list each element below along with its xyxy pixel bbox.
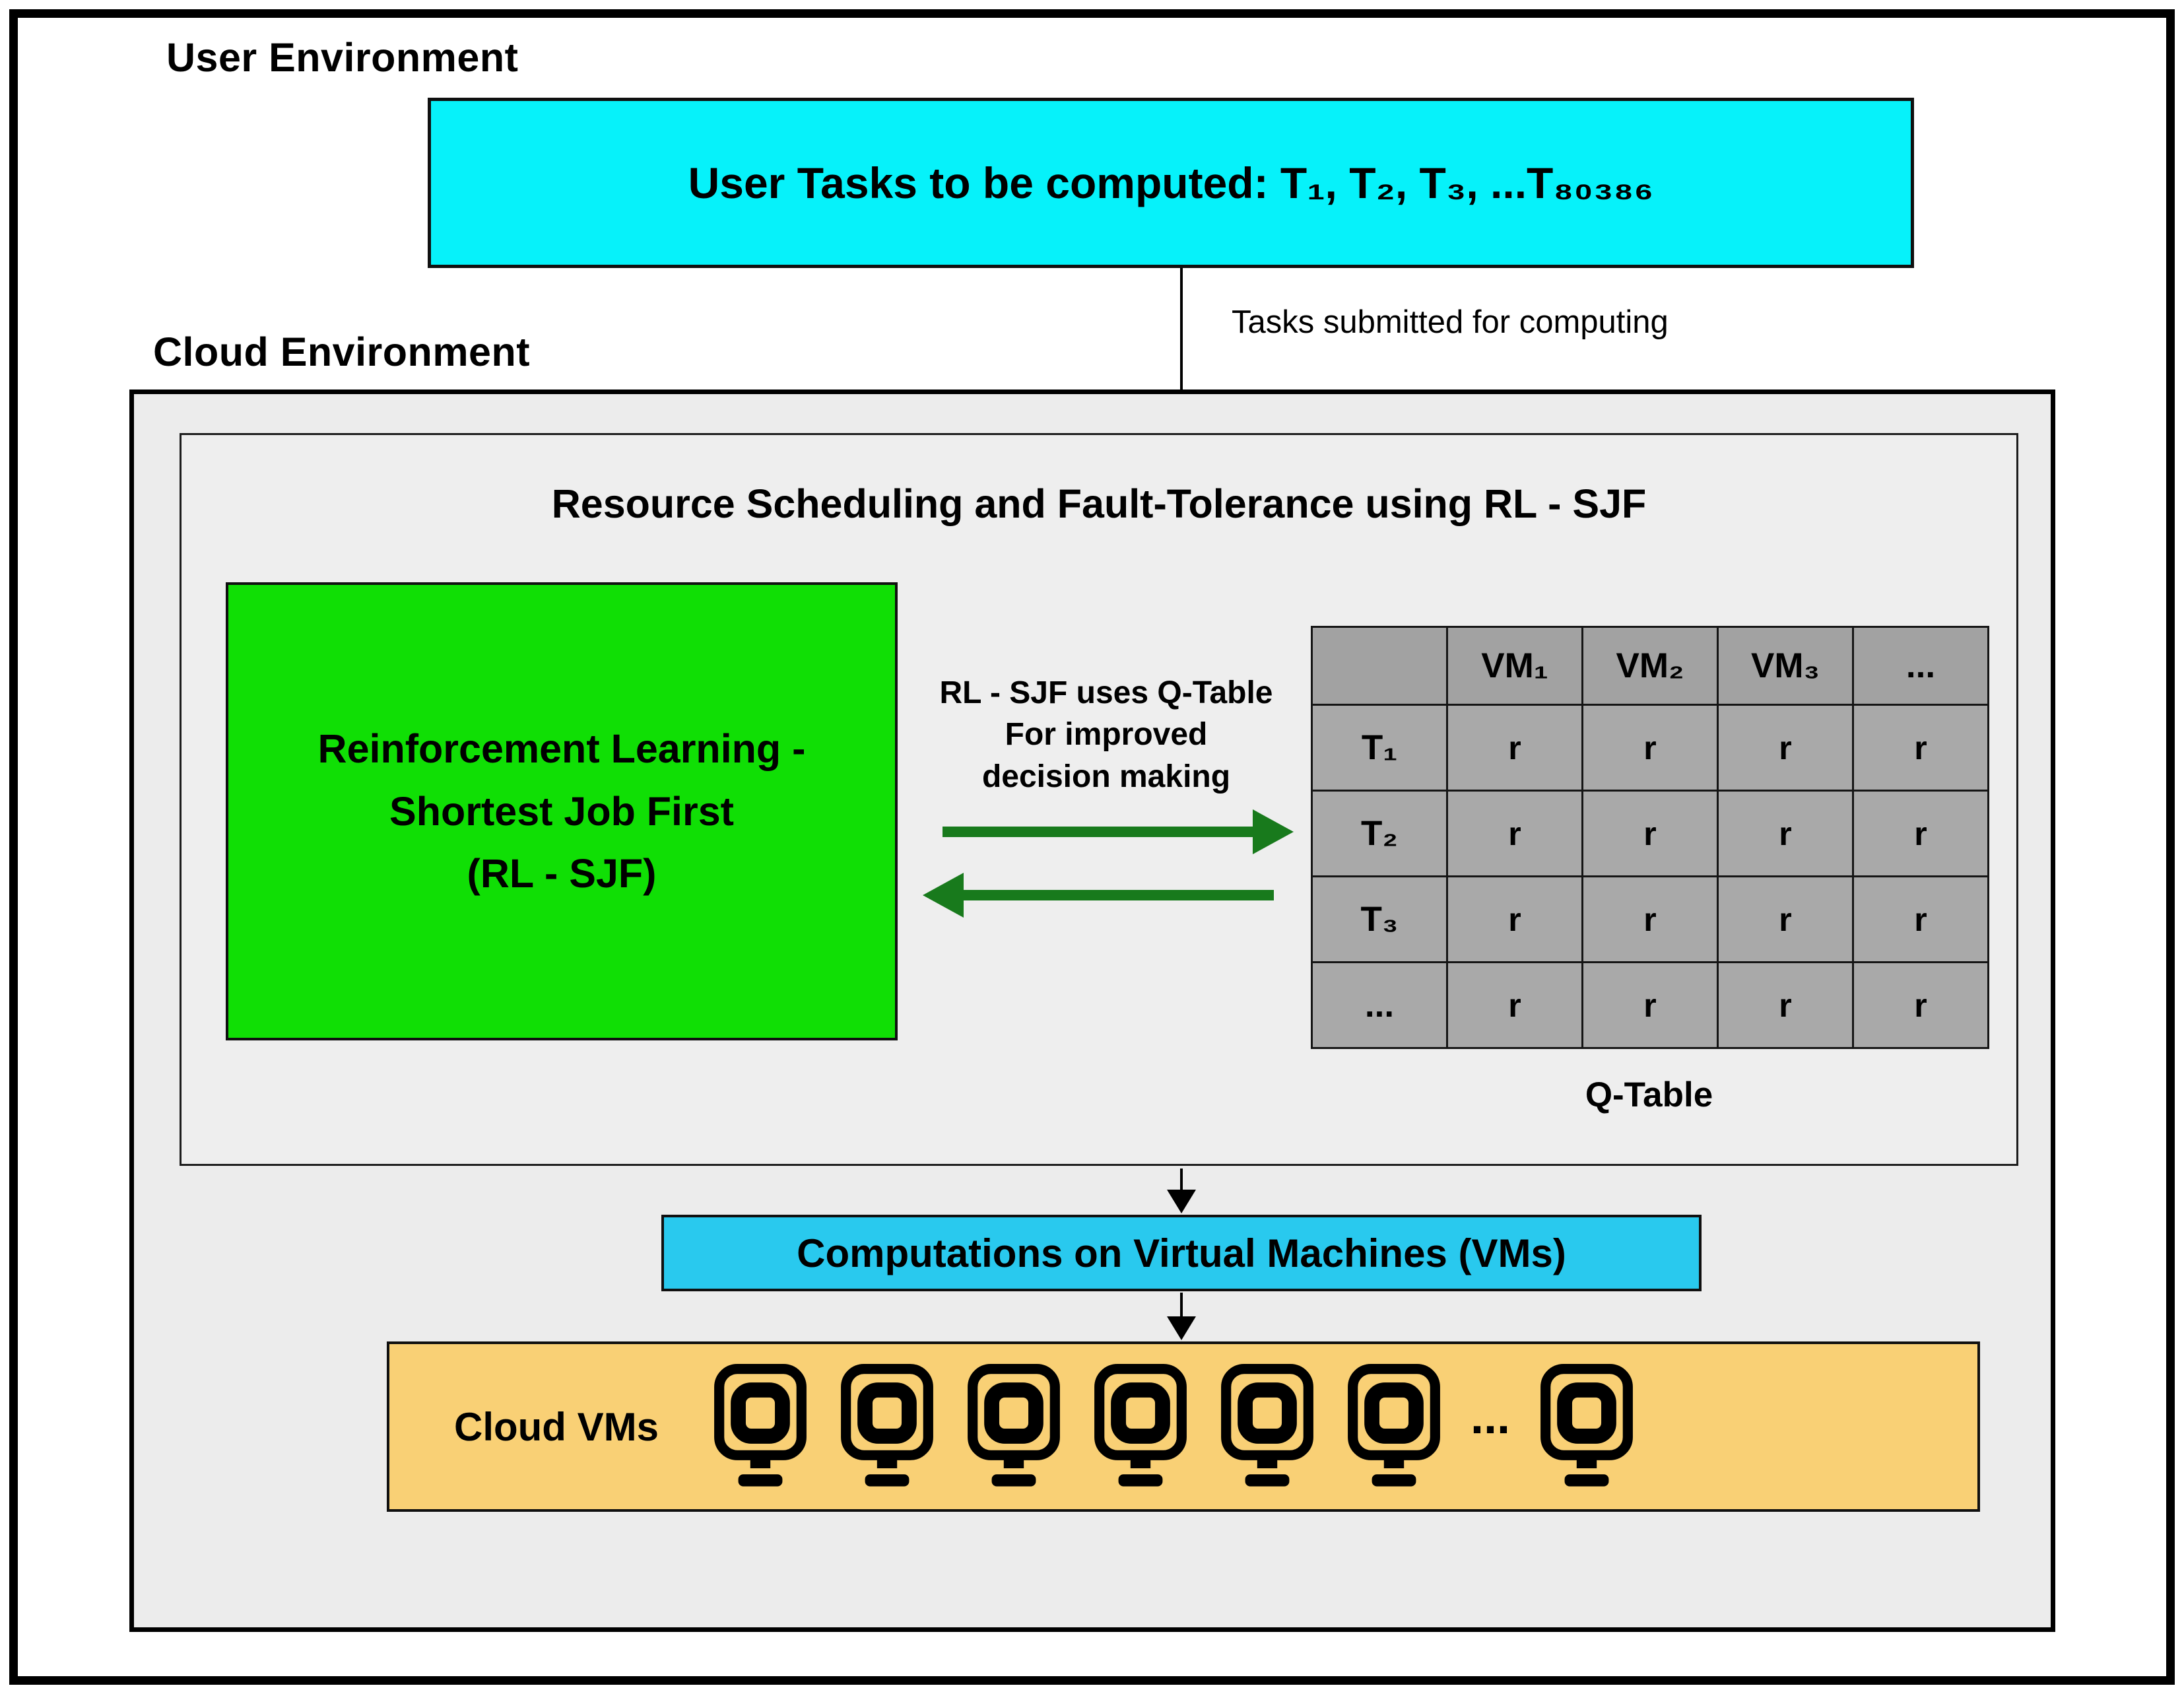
q-table-caption: Q-Table bbox=[1585, 1075, 1713, 1114]
arrow-shaft bbox=[964, 890, 1274, 900]
q-table-col-header: ... bbox=[1852, 626, 1989, 706]
rl-box-line: Shortest Job First bbox=[389, 788, 734, 834]
q-table-cell: r bbox=[1446, 961, 1583, 1049]
arrow-shaft bbox=[1180, 268, 1183, 404]
cloud-vms-label: Cloud VMs bbox=[454, 1404, 659, 1449]
arrow-shaft bbox=[943, 827, 1253, 837]
rl-sjf-box: Reinforcement Learning - Shortest Job Fi… bbox=[226, 582, 898, 1040]
arrow-rl-to-qtable bbox=[943, 809, 1294, 854]
vm-monitor-icon bbox=[714, 1364, 807, 1487]
q-table-cell: r bbox=[1852, 961, 1989, 1049]
q-table-cell: r bbox=[1852, 704, 1989, 792]
q-table-row-header: T₁ bbox=[1311, 704, 1448, 792]
user-environment-label: User Environment bbox=[166, 35, 519, 80]
arrow-computations-to-vms bbox=[1167, 1293, 1196, 1340]
q-table-cell: r bbox=[1852, 790, 1989, 877]
cloud-vms-box: Cloud VMs ... bbox=[387, 1341, 1980, 1512]
q-table-cell: r bbox=[1717, 875, 1854, 963]
rl-box-line: (RL - SJF) bbox=[467, 851, 657, 897]
vm-monitor-icon bbox=[1348, 1364, 1440, 1487]
user-tasks-box: User Tasks to be computed: T₁, T₂, T₃, .… bbox=[428, 98, 1914, 268]
tasks-submitted-label: Tasks submitted for computing bbox=[1232, 304, 1669, 340]
vm-monitor-icon bbox=[841, 1364, 933, 1487]
rl-box-line: Reinforcement Learning - bbox=[317, 726, 806, 772]
q-table-col-header: VM₂ bbox=[1581, 626, 1719, 706]
arrow-shaft bbox=[1180, 1169, 1183, 1192]
q-table-row-header: T₂ bbox=[1311, 790, 1448, 877]
arrow-scheduler-to-computations bbox=[1167, 1169, 1196, 1213]
q-table-cell: r bbox=[1446, 790, 1583, 877]
cloud-environment-label: Cloud Environment bbox=[153, 329, 531, 374]
page-border bbox=[9, 9, 2175, 1685]
q-table-cell: r bbox=[1717, 961, 1854, 1049]
q-table-col-header: VM₃ bbox=[1717, 626, 1854, 706]
scheduler-title: Resource Scheduling and Fault-Tolerance … bbox=[551, 481, 1647, 526]
q-table-cell: r bbox=[1852, 875, 1989, 963]
computations-box: Computations on Virtual Machines (VMs) bbox=[661, 1215, 1702, 1291]
q-table-cell: r bbox=[1581, 875, 1719, 963]
q-table-cell: r bbox=[1717, 790, 1854, 877]
ellipsis-label: ... bbox=[1471, 1391, 1511, 1444]
q-table-cell: r bbox=[1581, 961, 1719, 1049]
arrow-head-icon bbox=[1167, 1190, 1196, 1213]
arrow-head-icon bbox=[1253, 809, 1294, 854]
q-table-row-header: ... bbox=[1311, 961, 1448, 1049]
vm-monitor-icon bbox=[1221, 1364, 1313, 1487]
qtable-note: RL - SJF uses Q-Table For improved decis… bbox=[906, 672, 1307, 797]
qtable-note-line: For improved bbox=[1005, 717, 1208, 753]
vm-icons-row: ... bbox=[710, 1363, 1637, 1490]
q-table-cell: r bbox=[1446, 875, 1583, 963]
q-table-cell: r bbox=[1581, 704, 1719, 792]
qtable-note-line: decision making bbox=[981, 759, 1231, 794]
arrow-head-icon bbox=[923, 873, 964, 918]
q-table-cell: r bbox=[1446, 704, 1583, 792]
q-table-row-header: T₃ bbox=[1311, 875, 1448, 963]
arrow-shaft bbox=[1180, 1293, 1183, 1319]
vm-monitor-icon bbox=[1540, 1364, 1633, 1487]
arrow-qtable-to-rl bbox=[923, 873, 1274, 918]
vm-monitor-icon bbox=[1094, 1364, 1187, 1487]
q-table-col-header: VM₁ bbox=[1446, 626, 1583, 706]
q-table-col-header bbox=[1311, 626, 1448, 706]
arrow-head-icon bbox=[1167, 1316, 1196, 1340]
qtable-note-line: RL - SJF uses Q-Table bbox=[939, 675, 1273, 710]
q-table-cell: r bbox=[1581, 790, 1719, 877]
vm-monitor-icon bbox=[968, 1364, 1060, 1487]
q-table-cell: r bbox=[1717, 704, 1854, 792]
